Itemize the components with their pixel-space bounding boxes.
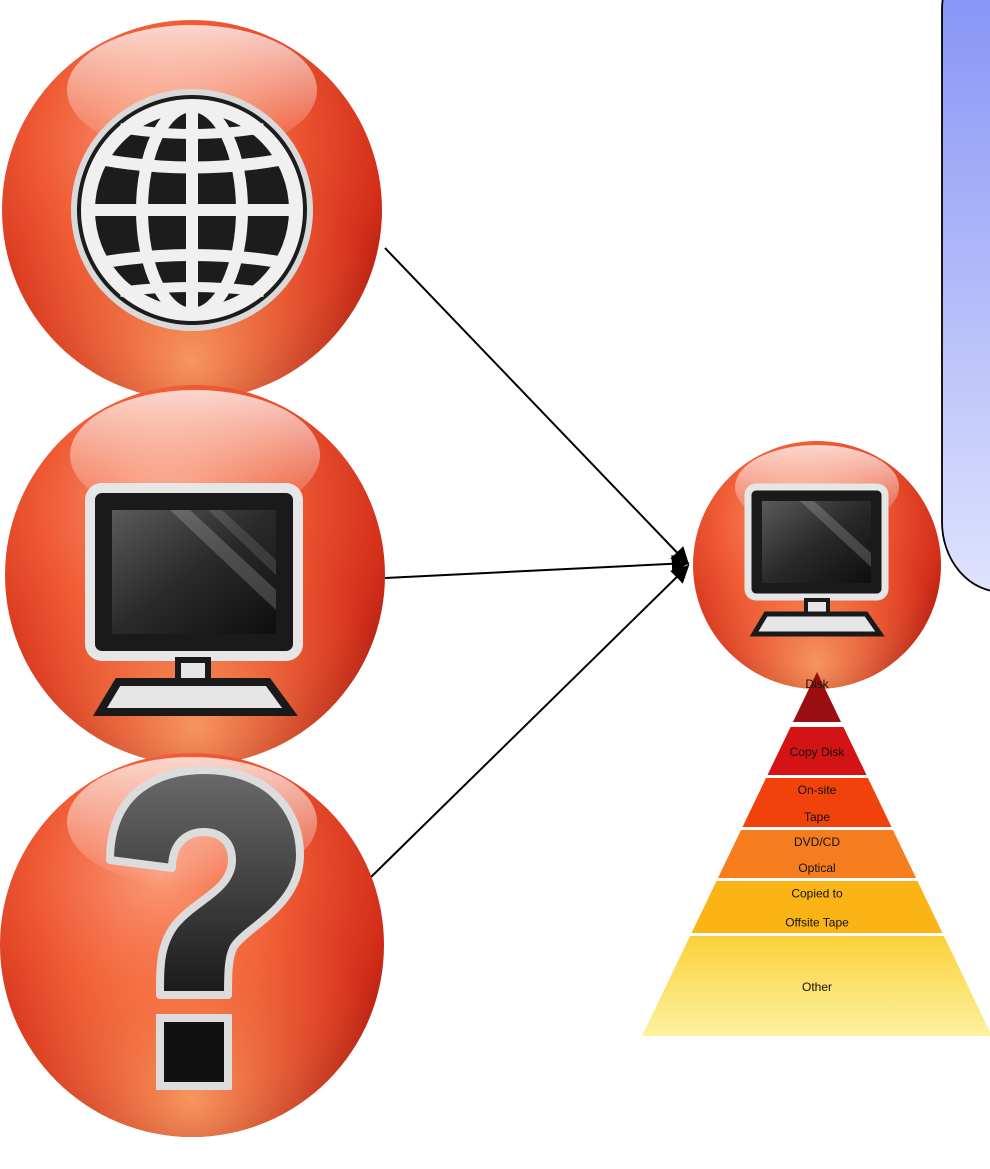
pyramid-tier-label: Disk bbox=[805, 677, 829, 691]
pyramid-tier-label: Copy Disk bbox=[790, 745, 846, 759]
source-unknown bbox=[0, 753, 384, 1137]
pyramid-tier-label: Copied to bbox=[791, 887, 843, 901]
arrows bbox=[369, 247, 690, 879]
pyramid-tier-label: Offsite Tape bbox=[785, 915, 849, 929]
pyramid-tier bbox=[691, 881, 943, 933]
monitor-icon bbox=[744, 483, 889, 637]
globe-icon bbox=[71, 89, 313, 331]
pyramid-tier bbox=[642, 936, 990, 1036]
monitor-icon bbox=[85, 483, 303, 716]
source-internet bbox=[2, 20, 382, 400]
pyramid-tier bbox=[767, 727, 867, 775]
pyramid-tier-label: On-site bbox=[798, 783, 837, 797]
pyramid-tier-label: DVD/CD bbox=[794, 835, 840, 849]
question-mark-icon bbox=[106, 766, 304, 1090]
source-computer bbox=[5, 385, 385, 765]
note-box bbox=[941, 0, 990, 592]
pyramid-tier-label: Tape bbox=[804, 810, 830, 824]
pyramid-tier bbox=[742, 778, 892, 827]
arrow-unknown-to-server bbox=[369, 564, 690, 879]
pyramid-tier-label: Other bbox=[802, 980, 832, 994]
pyramid-tier-label: Optical bbox=[798, 861, 835, 875]
target-backup-server bbox=[693, 441, 941, 689]
arrow-computer-to-server bbox=[384, 554, 690, 579]
arrow-internet-to-server bbox=[384, 247, 690, 566]
pyramid-tier bbox=[717, 830, 917, 878]
pyramid-tier bbox=[792, 672, 842, 722]
